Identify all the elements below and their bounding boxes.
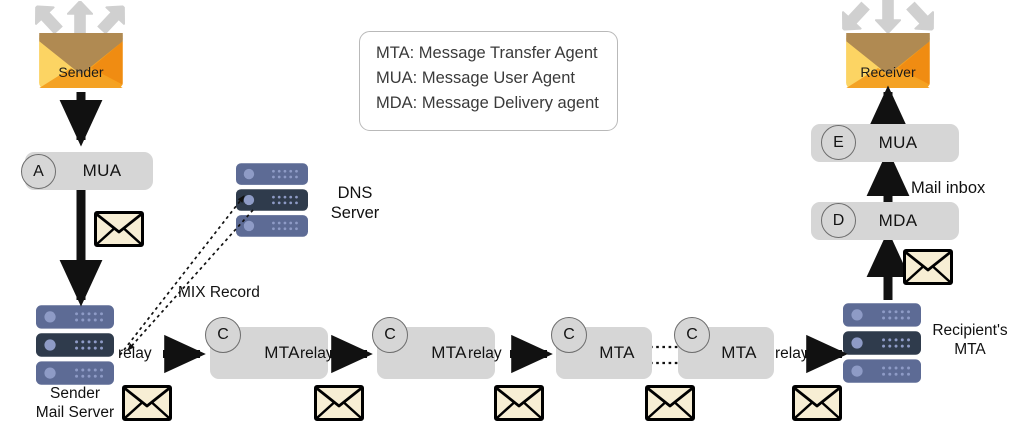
relay-label-2: relay — [300, 345, 334, 362]
legend-line-mda: MDA: Message Delivery agent — [376, 94, 599, 113]
relay-label-4: relay — [775, 345, 809, 362]
sender-mail-server-label-line2: Mail Server — [35, 403, 115, 421]
badge-c-2[interactable]: C — [372, 317, 408, 353]
sender-mail-server-label-line1: Sender — [50, 385, 100, 402]
badge-d[interactable]: D — [821, 203, 856, 238]
mta-chain-continuation-dots — [650, 345, 679, 365]
relay-label-1: relay — [118, 345, 152, 362]
message-envelope-inbox — [903, 249, 953, 285]
badge-d-text: D — [832, 211, 845, 229]
receiver-envelope: Receiver — [841, 33, 935, 88]
badge-c-3-text: C — [563, 326, 575, 343]
mail-inbox-label: Mail inbox — [911, 179, 986, 197]
sender-mail-server-graphic — [36, 305, 114, 385]
arrow-dns-query — [119, 195, 245, 356]
badge-e-text: E — [833, 133, 844, 151]
receiver-label: Receiver — [860, 64, 916, 80]
node-mta-2-label: MTA — [431, 343, 467, 362]
badge-c-2-text: C — [384, 326, 396, 343]
sender-mail-server-label: Sender Mail Server — [10, 385, 140, 423]
badge-c-1[interactable]: C — [205, 317, 241, 353]
badge-c-1-text: C — [217, 326, 229, 343]
legend-line-mta: MTA: Message Transfer Agent — [376, 44, 598, 62]
node-mta-4-label: MTA — [721, 343, 757, 362]
message-envelope-5 — [792, 385, 842, 421]
badge-e[interactable]: E — [821, 125, 856, 160]
recipient-mta-label-line1: Recipient's — [932, 322, 1008, 339]
message-envelope-3 — [494, 385, 544, 421]
message-envelope-2 — [314, 385, 364, 421]
sender-envelope: Sender — [34, 33, 128, 88]
node-mta-3-label: MTA — [599, 343, 635, 362]
node-mta-1-label: MTA — [264, 343, 300, 362]
dns-server-label: DNS Server — [320, 183, 390, 223]
recipient-mta-label-line2: MTA — [954, 340, 986, 358]
node-mda-receiver-label: MDA — [878, 211, 918, 230]
acronym-legend: MTA: Message Transfer Agent MUA: Message… — [359, 31, 618, 131]
recipient-mta-graphic — [843, 303, 921, 383]
dns-server-graphic — [236, 163, 308, 237]
mix-record-label: MIX Record — [178, 284, 260, 301]
badge-c-4[interactable]: C — [674, 317, 710, 353]
badge-c-4-text: C — [686, 326, 698, 343]
message-envelope-mua — [94, 211, 144, 247]
legend-line-mua: MUA: Message User Agent — [376, 69, 575, 88]
node-mua-receiver-label: MUA — [878, 133, 918, 152]
node-mua-sender-label: MUA — [82, 161, 122, 180]
arrow-dns-response — [127, 209, 254, 351]
sender-label: Sender — [58, 64, 104, 80]
dns-server-label-line1: DNS — [337, 184, 373, 202]
badge-a[interactable]: A — [21, 154, 56, 189]
dns-server-label-line2: Server — [330, 204, 380, 223]
badge-a-text: A — [33, 162, 44, 180]
recipient-mta-label: Recipient's MTA — [924, 322, 1016, 360]
relay-label-3: relay — [468, 345, 502, 362]
badge-c-3[interactable]: C — [551, 317, 587, 353]
message-envelope-4 — [645, 385, 695, 421]
